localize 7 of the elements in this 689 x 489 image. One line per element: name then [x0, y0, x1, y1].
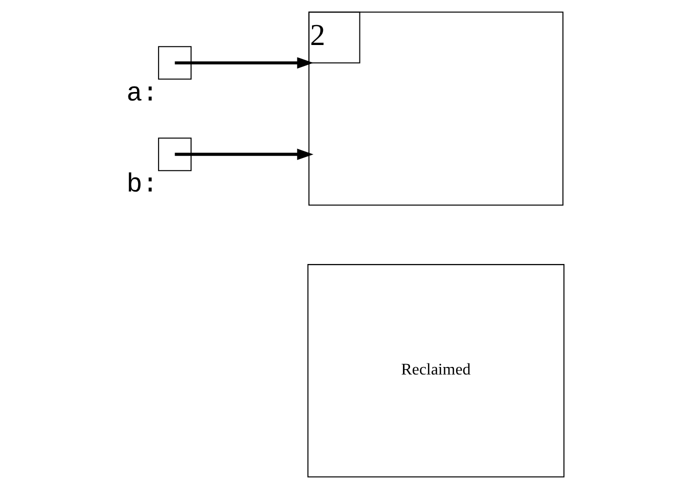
node-label: a: [126, 78, 158, 108]
arrow [174, 57, 313, 69]
node-box [158, 46, 192, 80]
node-box [158, 138, 192, 172]
node-label: b: [126, 170, 158, 200]
arrow [174, 148, 313, 160]
node-box: Reclaimed [306, 264, 564, 478]
